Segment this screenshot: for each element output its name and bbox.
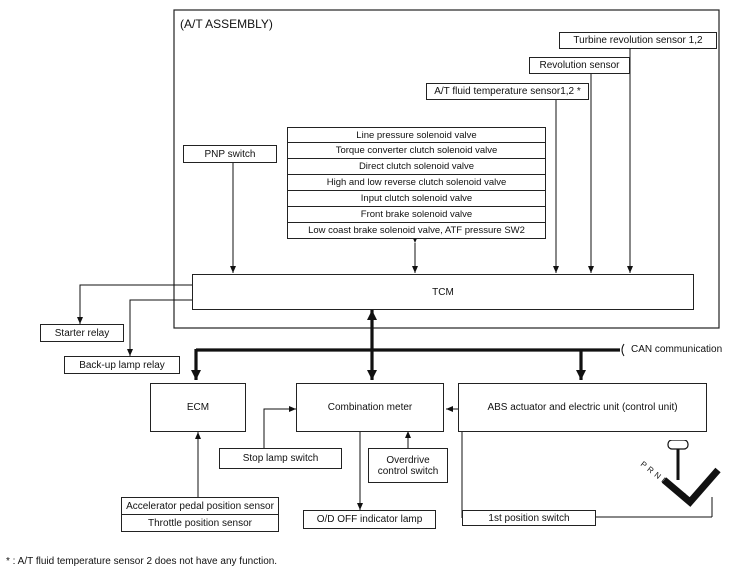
accelerator-sensor-box: Accelerator pedal position sensor bbox=[121, 497, 279, 515]
solenoid-item: Input clutch solenoid valve bbox=[287, 191, 546, 207]
overdrive-switch-line2: control switch bbox=[377, 465, 439, 477]
fluid-temp-sensor-box: A/T fluid temperature sensor1,2 * bbox=[426, 83, 589, 100]
at-assembly-frame bbox=[173, 9, 720, 329]
solenoid-item: Line pressure solenoid valve bbox=[287, 127, 546, 143]
overdrive-switch-box: Overdrive control switch bbox=[368, 448, 448, 483]
stop-lamp-switch-box: Stop lamp switch bbox=[219, 448, 342, 469]
solenoid-item: Torque converter clutch solenoid valve bbox=[287, 143, 546, 159]
ecm-box: ECM bbox=[150, 383, 246, 432]
solenoid-item: Direct clutch solenoid valve bbox=[287, 159, 546, 175]
first-position-switch-box: 1st position switch bbox=[462, 510, 596, 526]
tcm-box: TCM bbox=[192, 274, 694, 310]
od-off-lamp-box: O/D OFF indicator lamp bbox=[303, 510, 436, 529]
throttle-sensor-box: Throttle position sensor bbox=[121, 514, 279, 532]
starter-relay-box: Starter relay bbox=[40, 324, 124, 342]
shift-positions-label: P R N D 3 2 1 bbox=[639, 459, 688, 500]
solenoid-item: High and low reverse clutch solenoid val… bbox=[287, 175, 546, 191]
overdrive-switch-line1: Overdrive bbox=[386, 454, 430, 466]
shift-lever-icon: P R N D 3 2 1 bbox=[628, 439, 728, 510]
backup-lamp-relay-box: Back-up lamp relay bbox=[64, 356, 180, 374]
pnp-switch-box: PNP switch bbox=[183, 145, 277, 163]
turbine-sensor-box: Turbine revolution sensor 1,2 bbox=[559, 32, 717, 49]
footnote: * : A/T fluid temperature sensor 2 does … bbox=[6, 556, 278, 567]
at-assembly-label: (A/T ASSEMBLY) bbox=[180, 17, 273, 31]
solenoid-item: Low coast brake solenoid valve, ATF pres… bbox=[287, 223, 546, 239]
abs-unit-box: ABS actuator and electric unit (control … bbox=[458, 383, 707, 432]
stop-lamp-line bbox=[263, 406, 296, 448]
combination-meter-box: Combination meter bbox=[296, 383, 444, 432]
solenoid-item: Front brake solenoid valve bbox=[287, 207, 546, 223]
revolution-sensor-box: Revolution sensor bbox=[529, 57, 630, 74]
backup-relay-line bbox=[127, 299, 192, 356]
can-communication-label: CAN communication bbox=[631, 344, 723, 355]
starter-relay-line bbox=[77, 284, 192, 324]
